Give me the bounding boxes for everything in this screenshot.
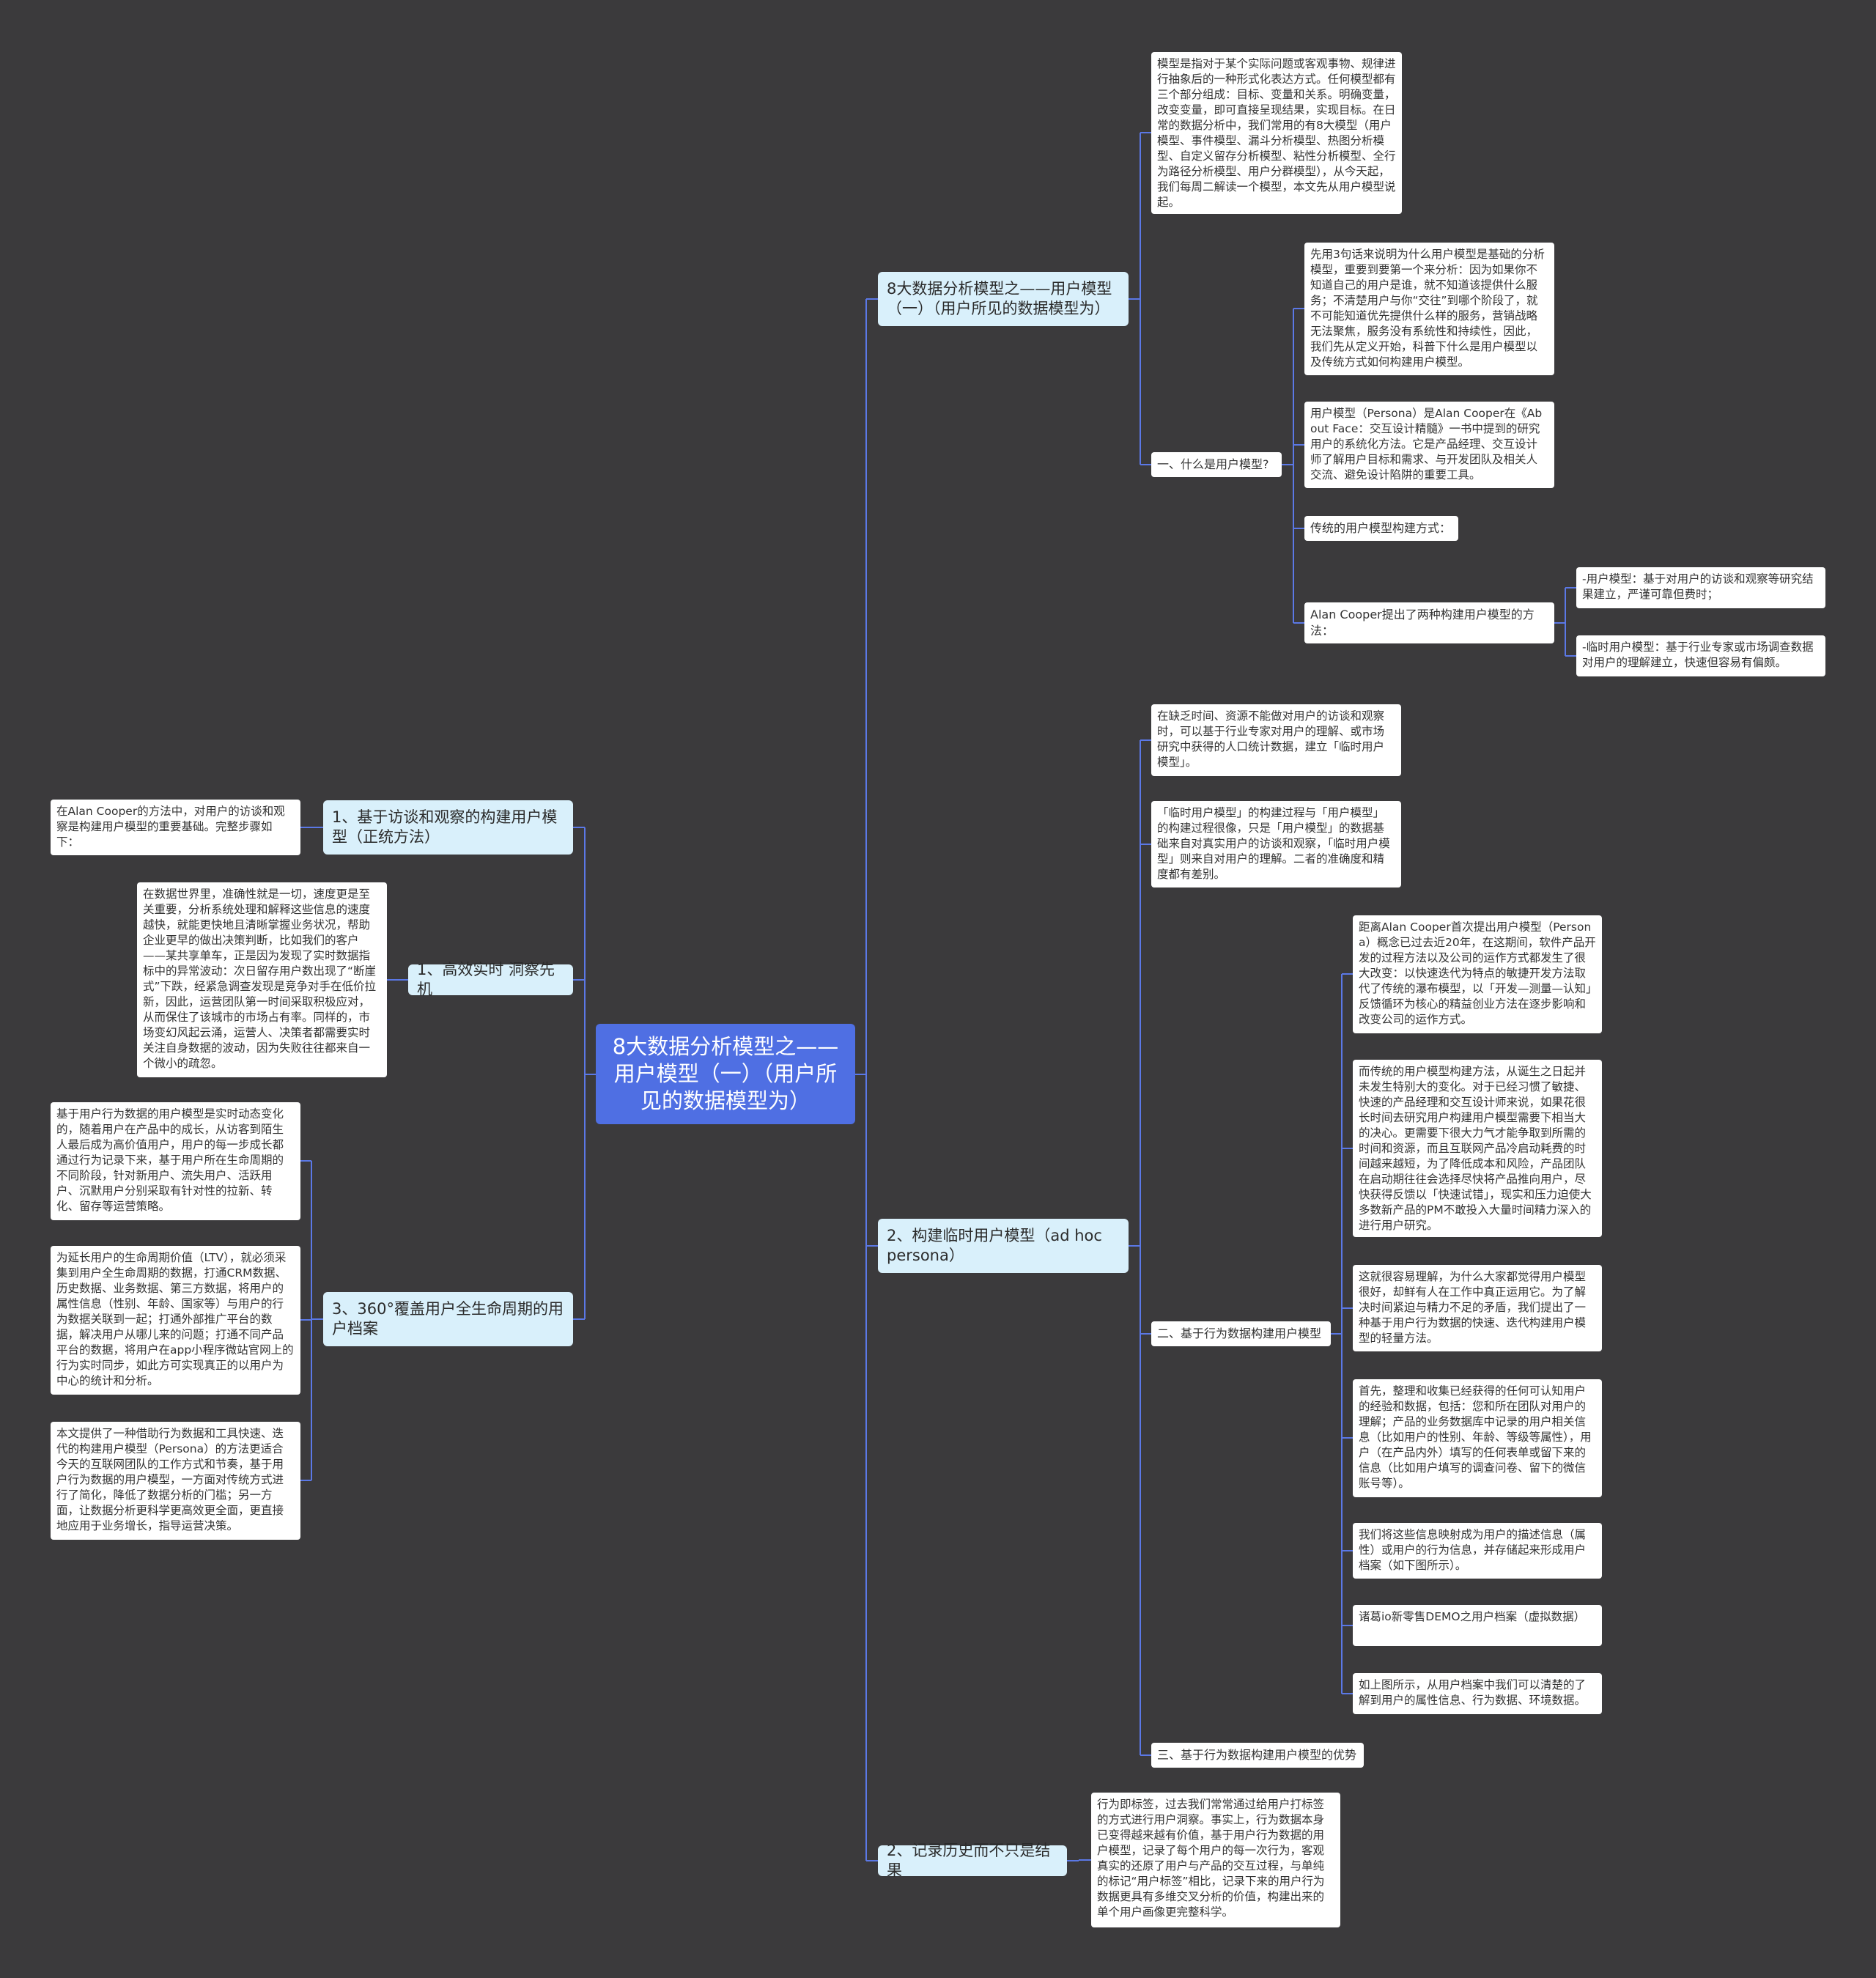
branch-adhoc-persona[interactable]: 2、构建临时用户模型（ad hoc persona） (878, 1219, 1129, 1273)
branch-realtime-insight[interactable]: 1、高效实时 洞察先机 (408, 961, 573, 998)
leaf-behavior-t1: 距离Alan Cooper首次提出用户模型（Persona）概念已过去近20年，… (1353, 915, 1602, 1033)
subtopic-behavior-advantages[interactable]: 三、基于行为数据构建用户模型的优势 (1151, 1743, 1364, 1768)
branch-interview-method[interactable]: 1、基于访谈和观察的构建用户模型（正统方法） (323, 800, 573, 855)
leaf-behavior-t3: 这就很容易理解，为什么大家都觉得用户模型很好，却鲜有人在工作中真正运用它。为了解… (1353, 1265, 1602, 1351)
branch-lifecycle-profile[interactable]: 3、360°覆盖用户全生命周期的用户档案 (323, 1292, 573, 1346)
leaf-realtime-insight: 在数据世界里，准确性就是一切，速度更是至关重要，分析系统处理和解释这些信息的速度… (137, 882, 387, 1077)
root-topic[interactable]: 8大数据分析模型之——用户模型（一）（用户所见的数据模型为） (596, 1024, 855, 1124)
leaf-lifecycle-t1: 基于用户行为数据的用户模型是实时动态变化的，随着用户在产品中的成长，从访客到陌生… (51, 1102, 300, 1220)
leaf-lifecycle-t2: 为延长用户的生命周期价值（LTV），就必须采集到用户全生命周期的数据，打通CRM… (51, 1246, 300, 1395)
leaf-behavior-t5: 我们将这些信息映射成为用户的描述信息（属性）或用户的行为信息，并存储起来形成用户… (1353, 1523, 1602, 1579)
subtopic-behavior-model[interactable]: 二、基于行为数据构建用户模型 (1151, 1321, 1331, 1346)
leaf-why-user-model: 先用3句话来说明为什么用户模型是基础的分析模型，重要到要第一个来分析：因为如果你… (1304, 243, 1554, 375)
leaf-interview-steps: 在Alan Cooper的方法中，对用户的访谈和观察是构建用户模型的重要基础。完… (51, 800, 300, 855)
leaf-lifecycle-t3: 本文提供了一种借助行为数据和工具快速、迭代的构建用户模型（Persona）的方法… (51, 1422, 300, 1540)
leaf-traditional-methods: 传统的用户模型构建方式： (1304, 516, 1458, 541)
branch-user-model-label: 8大数据分析模型之——用户模型（一）（用户所见的数据模型为） (887, 280, 1112, 317)
leaf-adhoc-when: 在缺乏时间、资源不能做对用户的访谈和观察时，可以基于行业专家对用户的理解、或市场… (1151, 704, 1401, 776)
leaf-method-persona: -用户模型：基于对用户的访谈和观察等研究结果建立，严谨可靠但费时； (1576, 567, 1825, 608)
subtopic-two-methods[interactable]: Alan Cooper提出了两种构建用户模型的方法： (1304, 602, 1554, 643)
root-topic-label: 8大数据分析模型之——用户模型（一）（用户所见的数据模型为） (612, 1034, 839, 1113)
leaf-method-adhoc: -临时用户模型：基于行业专家或市场调查数据对用户的理解建立，快速但容易有偏颇。 (1576, 635, 1825, 676)
leaf-model-intro: 模型是指对于某个实际问题或客观事物、规律进行抽象后的一种形式化表达方式。任何模型… (1151, 52, 1402, 214)
leaf-behavior-t6: 诸葛io新零售DEMO之用户档案（虚拟数据） (1353, 1605, 1602, 1646)
branch-record-history[interactable]: 2、记录历史而不只是结果 (878, 1842, 1067, 1879)
leaf-adhoc-diff: 「临时用户模型」的构建过程与「用户模型」的构建过程很像，只是「用户模型」的数据基… (1151, 801, 1401, 887)
leaf-record-history: 行为即标签，过去我们常常通过给用户打标签的方式进行用户洞察。事实上，行为数据本身… (1091, 1793, 1340, 1927)
subtopic-what-is-user-model[interactable]: 一、什么是用户模型? (1151, 452, 1282, 477)
leaf-behavior-t4: 首先，整理和收集已经获得的任何可认知用户的经验和数据，包括：您和所在团队对用户的… (1353, 1379, 1602, 1497)
branch-user-model[interactable]: 8大数据分析模型之——用户模型（一）（用户所见的数据模型为） (878, 272, 1129, 326)
leaf-behavior-t7: 如上图所示，从用户档案中我们可以清楚的了解到用户的属性信息、行为数据、环境数据。 (1353, 1673, 1602, 1714)
leaf-behavior-t2: 而传统的用户模型构建方法，从诞生之日起并未发生特别大的变化。对于已经习惯了敏捷、… (1353, 1060, 1602, 1237)
leaf-persona-definition: 用户模型（Persona）是Alan Cooper在《About Face：交互… (1304, 402, 1554, 488)
